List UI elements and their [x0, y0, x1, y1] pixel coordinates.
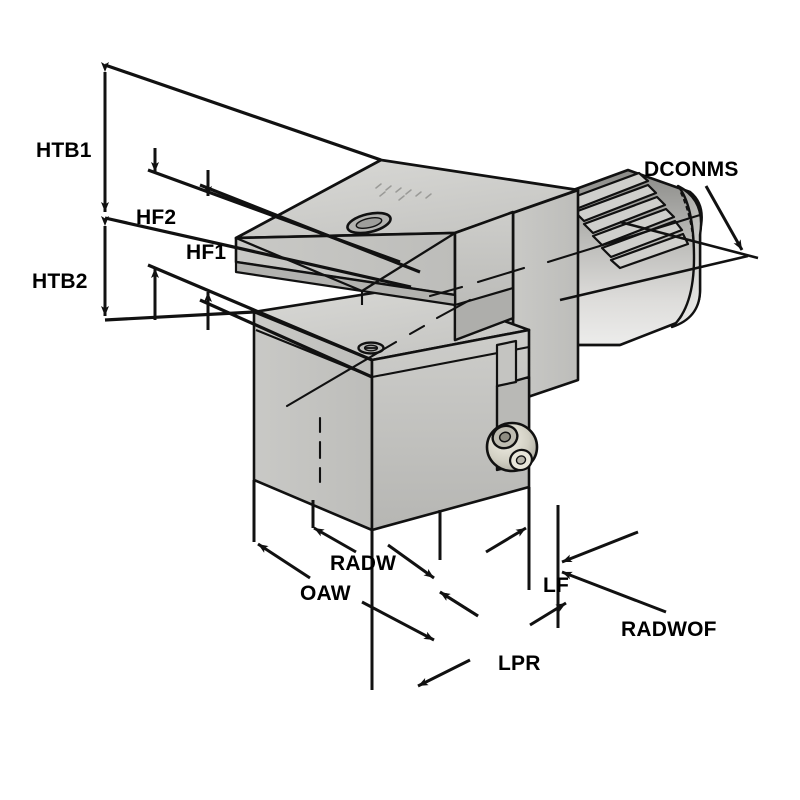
dimension-radw: [313, 526, 435, 580]
label-dconms: DCONMS: [644, 158, 739, 181]
engraved-marking-text: [375, 183, 432, 201]
centre-axis-lines: [285, 213, 702, 484]
label-radwof: RADWOF: [621, 618, 717, 641]
label-htb1: HTB1: [36, 139, 92, 162]
dimension-labels: HTB1 HTB2 HF2 HF1 DCONMS RADW OAW LF RAD…: [32, 139, 739, 675]
upper-clamping-arm: [234, 158, 580, 342]
dimension-lines: [101, 62, 759, 690]
label-lpr: LPR: [498, 652, 541, 675]
shank-serration-teeth: [564, 171, 690, 270]
top-clamp-screw: [346, 211, 392, 235]
side-adjustment-screw: [485, 421, 539, 473]
front-set-screw: [357, 341, 385, 355]
label-hf2: HF2: [136, 206, 176, 229]
dimension-dconms: [559, 185, 759, 302]
label-htb2: HTB2: [32, 270, 88, 293]
label-oaw: OAW: [300, 582, 351, 605]
label-radw: RADW: [330, 552, 396, 575]
dimension-radwof: [561, 530, 667, 614]
label-hf1: HF1: [186, 241, 226, 264]
dimension-oaw: [257, 542, 435, 642]
dimension-lpr: [417, 590, 567, 688]
label-lf: LF: [543, 574, 569, 597]
dimension-lf: [439, 526, 527, 618]
extension-lines-upper: [104, 63, 421, 379]
tool-holder-body: [234, 158, 703, 532]
